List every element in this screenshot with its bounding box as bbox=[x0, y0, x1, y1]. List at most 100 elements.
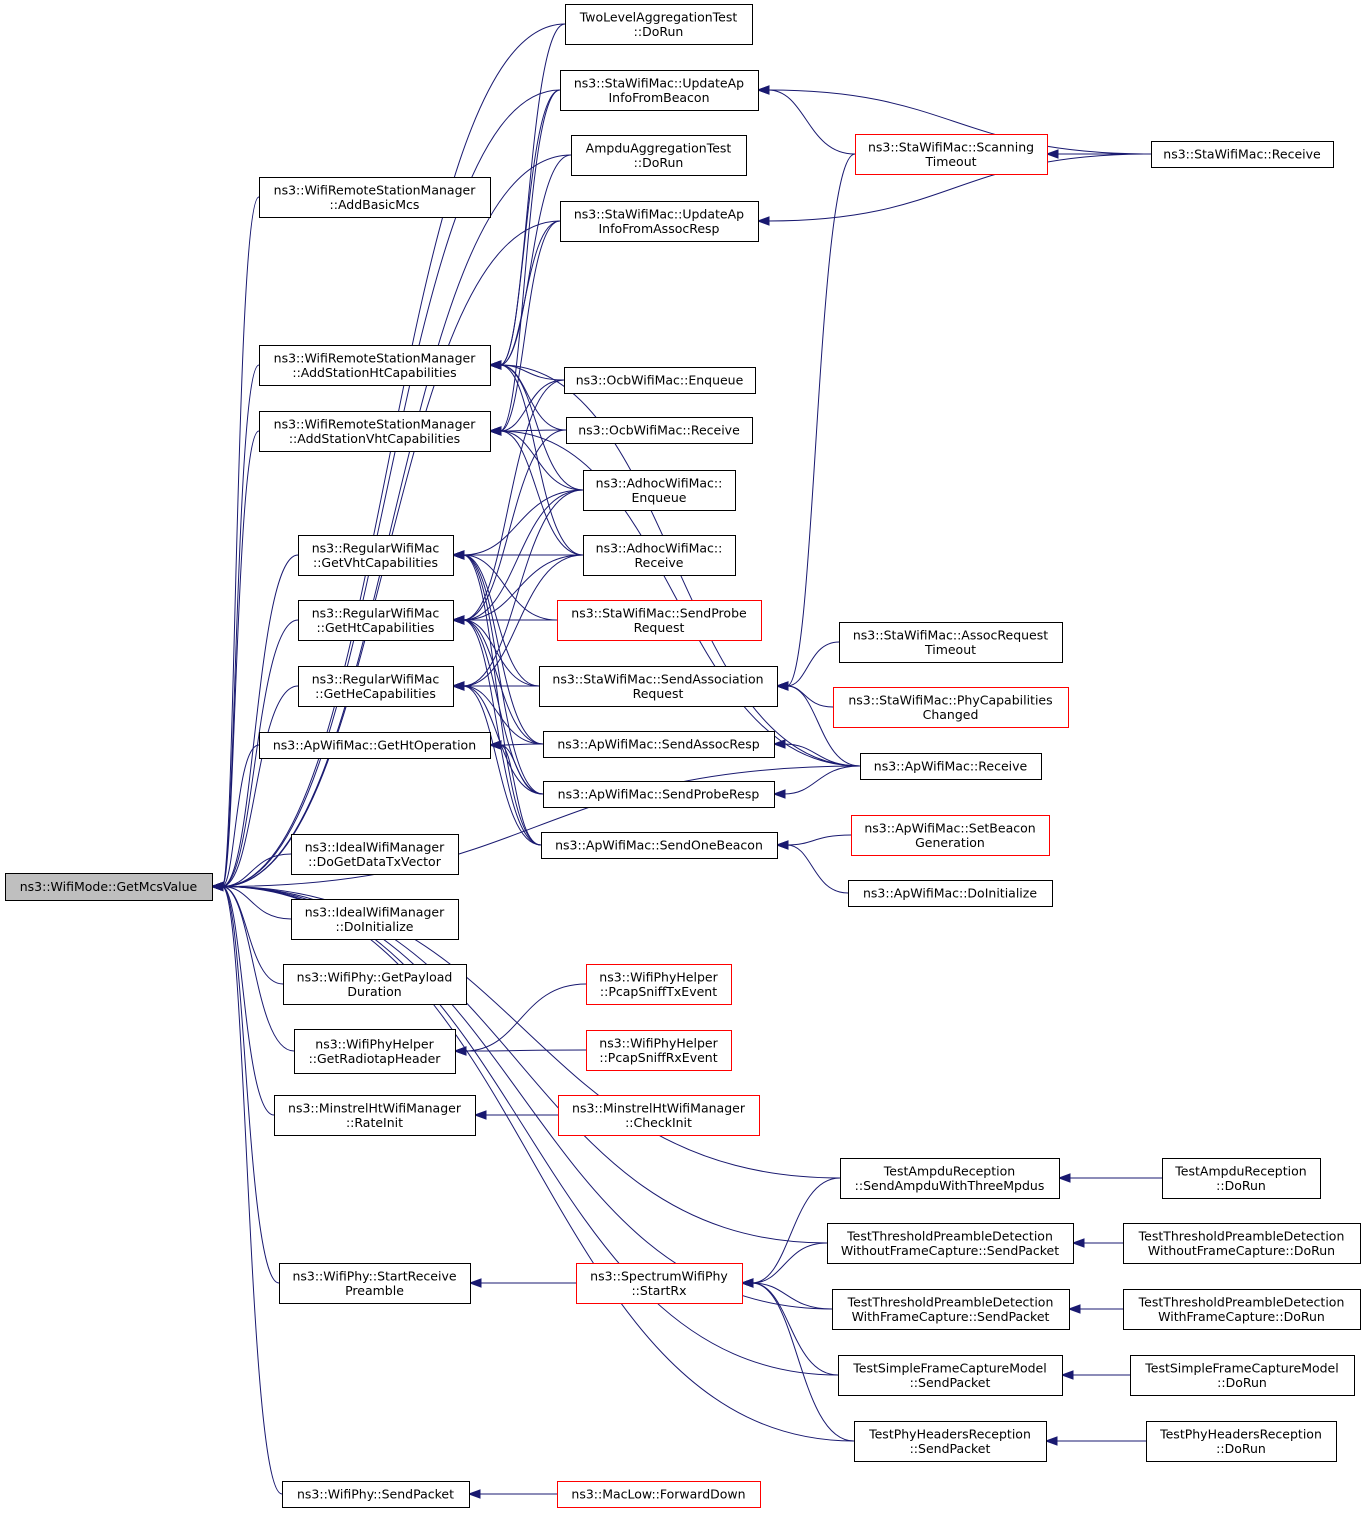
node-label: ::GetHtCapabilities bbox=[317, 620, 435, 635]
node-label: ::AddBasicMcs bbox=[330, 197, 420, 212]
edge-phy-send-to-fwd-down bbox=[467, 1489, 558, 1499]
node-radiotap[interactable]: ns3::WifiPhyHelper::GetRadiotapHeader bbox=[294, 1029, 456, 1074]
node-sta-receive[interactable]: ns3::StaWifiMac::Receive bbox=[1151, 141, 1334, 168]
edge-line bbox=[751, 1282, 855, 1442]
node-get-ht[interactable]: ns3::RegularWifiMac::GetHtCapabilities bbox=[298, 600, 454, 641]
node-box bbox=[586, 1030, 732, 1071]
node-label: Timeout bbox=[924, 154, 976, 169]
node-box bbox=[838, 1355, 1063, 1396]
node-root[interactable]: ns3::WifiMode::GetMcsValue bbox=[5, 873, 213, 901]
node-label: ::PcapSniffTxEvent bbox=[600, 984, 717, 999]
node-label: TestSimpleFrameCaptureModel bbox=[852, 1360, 1046, 1375]
node-pcap-tx[interactable]: ns3::WifiPhyHelper::PcapSniffTxEvent bbox=[586, 964, 732, 1005]
node-label: Changed bbox=[923, 707, 979, 722]
node-fwd-down[interactable]: ns3::MacLow::ForwardDown bbox=[557, 1481, 761, 1508]
node-spec-start-rx[interactable]: ns3::SpectrumWifiPhy::StartRx bbox=[576, 1263, 743, 1304]
edge-spec-start-rx-to-simple-send bbox=[740, 1278, 839, 1376]
node-label: ::RateInit bbox=[346, 1115, 403, 1130]
node-thr-cap-run[interactable]: TestThresholdPreambleDetectionWithFrameC… bbox=[1123, 1289, 1361, 1330]
node-label: ::DoRun bbox=[634, 155, 684, 170]
node-ampdu[interactable]: AmpduAggregationTest::DoRun bbox=[571, 135, 747, 176]
node-adhoc-enq[interactable]: ns3::AdhocWifiMac::Enqueue bbox=[583, 470, 736, 511]
edge-line bbox=[462, 489, 584, 621]
edge-send-assoc-req-to-scan-timeout bbox=[775, 153, 856, 691]
node-thr-no-cap-run[interactable]: TestThresholdPreambleDetectionWithoutFra… bbox=[1123, 1223, 1361, 1264]
node-box bbox=[832, 1289, 1070, 1330]
node-ocb-enq[interactable]: ns3::OcbWifiMac::Enqueue bbox=[564, 367, 756, 394]
edge-line bbox=[499, 89, 561, 366]
edge-line bbox=[462, 554, 544, 745]
node-hdr-run[interactable]: TestPhyHeadersReception::DoRun bbox=[1146, 1421, 1337, 1462]
edge-line bbox=[221, 196, 260, 887]
edge-line bbox=[767, 89, 1152, 155]
node-pcap-rx[interactable]: ns3::WifiPhyHelper::PcapSniffRxEvent bbox=[586, 1030, 732, 1071]
node-check-init[interactable]: ns3::MinstrelHtWifiManager::CheckInit bbox=[558, 1095, 760, 1136]
node-simple-send[interactable]: TestSimpleFrameCaptureModel::SendPacket bbox=[838, 1355, 1063, 1396]
node-label: ns3::SpectrumWifiPhy bbox=[590, 1268, 728, 1283]
edge-get-ht-op-to-send-probe-resp bbox=[488, 740, 544, 795]
node-ap-receive[interactable]: ns3::ApWifiMac::Receive bbox=[860, 753, 1042, 780]
node-add-vht[interactable]: ns3::WifiRemoteStationManager::AddStatio… bbox=[259, 411, 491, 452]
node-box bbox=[259, 177, 491, 218]
edge-line bbox=[464, 983, 587, 1052]
edge-line bbox=[499, 744, 542, 846]
node-label: InfoFromAssocResp bbox=[599, 221, 720, 236]
node-add-basic[interactable]: ns3::WifiRemoteStationManager::AddBasicM… bbox=[259, 177, 491, 218]
node-two-level[interactable]: TwoLevelAggregationTest::DoRun bbox=[565, 4, 753, 45]
arrowhead bbox=[453, 1046, 467, 1056]
node-label: ::SendPacket bbox=[910, 1441, 991, 1456]
node-simple-run[interactable]: TestSimpleFrameCaptureModel::DoRun bbox=[1130, 1355, 1355, 1396]
node-rate-init[interactable]: ns3::MinstrelHtWifiManager::RateInit bbox=[274, 1095, 476, 1136]
node-label: TestThresholdPreambleDetection bbox=[1138, 1294, 1345, 1309]
node-ap-do-init[interactable]: ns3::ApWifiMac::DoInitialize bbox=[848, 880, 1053, 907]
node-ocb-recv[interactable]: ns3::OcbWifiMac::Receive bbox=[566, 417, 753, 444]
edge-line bbox=[783, 743, 861, 767]
node-send-ampdu[interactable]: TestAmpduReception::SendAmpduWithThreeMp… bbox=[840, 1158, 1060, 1199]
node-box bbox=[282, 1481, 470, 1508]
edge-start-recv-to-spec-start-rx bbox=[468, 1278, 576, 1288]
node-send-beacon[interactable]: ns3::ApWifiMac::SendOneBeacon bbox=[541, 832, 778, 859]
node-box bbox=[583, 470, 736, 511]
node-label: ns3::WifiRemoteStationManager bbox=[274, 182, 477, 197]
node-get-ht-op[interactable]: ns3::ApWifiMac::GetHtOperation bbox=[259, 732, 491, 759]
node-get-vht[interactable]: ns3::RegularWifiMac::GetVhtCapabilities bbox=[298, 535, 454, 576]
node-ampdu-do-run[interactable]: TestAmpduReception::DoRun bbox=[1162, 1158, 1321, 1199]
node-adhoc-recv[interactable]: ns3::AdhocWifiMac::Receive bbox=[583, 535, 736, 576]
node-ideal-get-data[interactable]: ns3::IdealWifiManager::DoGetDataTxVector bbox=[291, 834, 459, 875]
node-label: WithoutFrameCapture::DoRun bbox=[1148, 1243, 1335, 1258]
node-upd-ap-assoc[interactable]: ns3::StaWifiMac::UpdateApInfoFromAssocRe… bbox=[560, 201, 759, 242]
node-label: Request bbox=[634, 620, 685, 635]
node-label: ::DoRun bbox=[1216, 1441, 1266, 1456]
node-box bbox=[259, 732, 491, 759]
edge-spec-start-rx-to-hdr-send bbox=[740, 1278, 855, 1442]
edge-add-vht-to-ap-receive bbox=[488, 426, 861, 767]
node-thr-cap-send[interactable]: TestThresholdPreambleDetectionWithFrameC… bbox=[832, 1289, 1070, 1330]
node-label: ::DoInitialize bbox=[335, 919, 413, 934]
node-get-he[interactable]: ns3::RegularWifiMac::GetHeCapabilities bbox=[298, 666, 454, 707]
node-ideal-do-init[interactable]: ns3::IdealWifiManager::DoInitialize bbox=[291, 899, 459, 940]
node-label: ::SendAmpduWithThreeMpdus bbox=[855, 1178, 1045, 1193]
node-hdr-send[interactable]: TestPhyHeadersReception::SendPacket bbox=[854, 1421, 1047, 1462]
node-box bbox=[833, 687, 1069, 728]
node-phy-send[interactable]: ns3::WifiPhy::SendPacket bbox=[282, 1481, 470, 1508]
node-send-assoc-resp[interactable]: ns3::ApWifiMac::SendAssocResp bbox=[543, 731, 775, 758]
node-label: ns3::IdealWifiManager bbox=[305, 904, 445, 919]
node-box bbox=[291, 834, 459, 875]
node-send-probe-resp[interactable]: ns3::ApWifiMac::SendProbeResp bbox=[543, 781, 775, 808]
edge-root-to-ampdu bbox=[210, 154, 572, 892]
node-add-ht[interactable]: ns3::WifiRemoteStationManager::AddStatio… bbox=[259, 345, 491, 386]
node-label: ns3::MinstrelHtWifiManager bbox=[288, 1100, 462, 1115]
edge-line bbox=[499, 379, 565, 432]
node-thr-no-cap-send[interactable]: TestThresholdPreambleDetectionWithoutFra… bbox=[827, 1223, 1074, 1264]
node-box bbox=[1123, 1289, 1361, 1330]
node-label: ns3::WifiPhyHelper bbox=[315, 1036, 434, 1051]
